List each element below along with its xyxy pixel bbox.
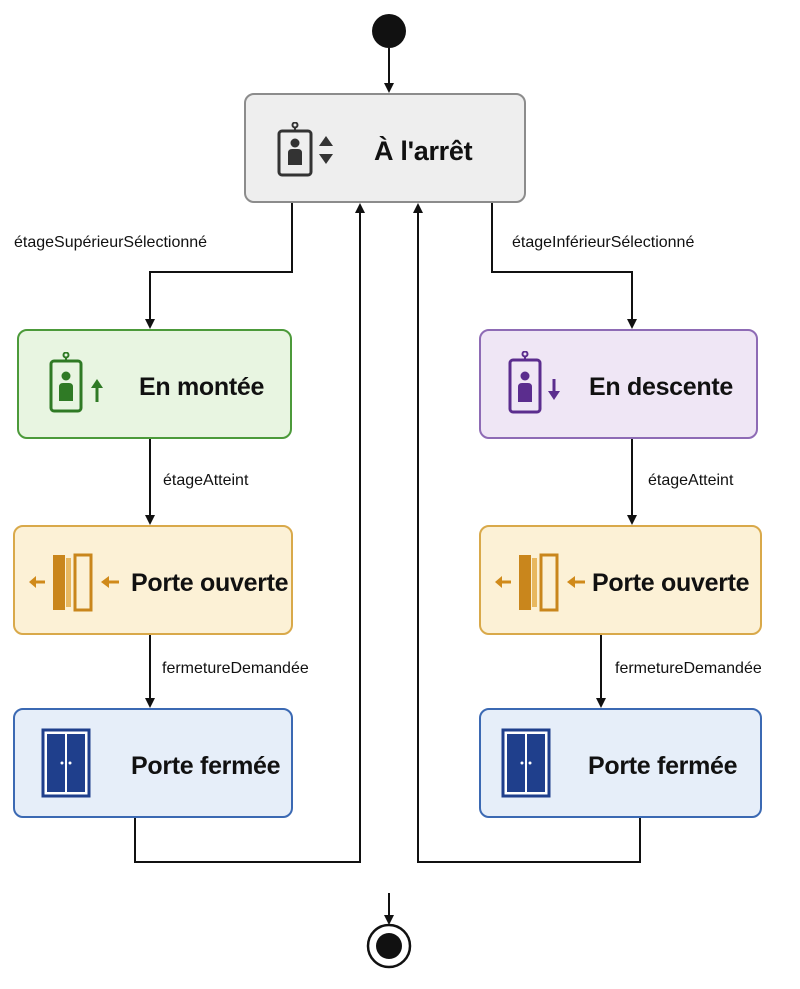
door-open-icon xyxy=(29,552,120,617)
state-moving-down: En descente xyxy=(479,329,758,439)
door-closed-icon xyxy=(501,728,551,803)
final-node-core xyxy=(376,933,402,959)
arrow-closed-right-to-idle xyxy=(413,203,641,863)
transition-label-floor-reached-right: étageAtteint xyxy=(646,472,736,490)
state-moving-up: En montée xyxy=(17,329,292,439)
transition-label-floor-reached-left: étageAtteint xyxy=(161,472,251,490)
state-door-open-left: Porte ouverte xyxy=(13,525,293,635)
arrow-idle-to-down xyxy=(491,203,637,329)
elevator-up-icon xyxy=(49,351,111,419)
elevator-down-icon xyxy=(503,350,565,420)
transition-label-close-requested-right: fermetureDemandée xyxy=(613,660,764,678)
state-door-open-left-label: Porte ouverte xyxy=(131,569,289,597)
door-closed-icon xyxy=(41,728,91,803)
state-door-open-right: Porte ouverte xyxy=(479,525,762,635)
state-moving-down-label: En descente xyxy=(589,373,733,401)
arrow-idle-to-up xyxy=(145,203,293,329)
state-door-closed-right: Porte fermée xyxy=(479,708,762,818)
state-door-open-right-label: Porte ouverte xyxy=(592,569,750,597)
state-door-closed-right-label: Porte fermée xyxy=(588,752,738,780)
arrow-closed-left-to-idle xyxy=(134,203,365,863)
transition-label-lower-floor-selected: étageInférieurSélectionné xyxy=(510,234,697,252)
state-idle-label: À l'arrêt xyxy=(374,136,473,166)
state-door-closed-left: Porte fermée xyxy=(13,708,293,818)
initial-node xyxy=(372,14,406,48)
elevator-idle-icon xyxy=(276,121,346,183)
state-door-closed-left-label: Porte fermée xyxy=(131,752,281,780)
door-open-icon xyxy=(495,552,586,617)
state-moving-up-label: En montée xyxy=(139,373,265,401)
transition-label-close-requested-left: fermetureDemandée xyxy=(160,660,311,678)
transition-label-upper-floor-selected: étageSupérieurSélectionné xyxy=(12,234,210,252)
state-idle: À l'arrêt xyxy=(244,93,526,203)
